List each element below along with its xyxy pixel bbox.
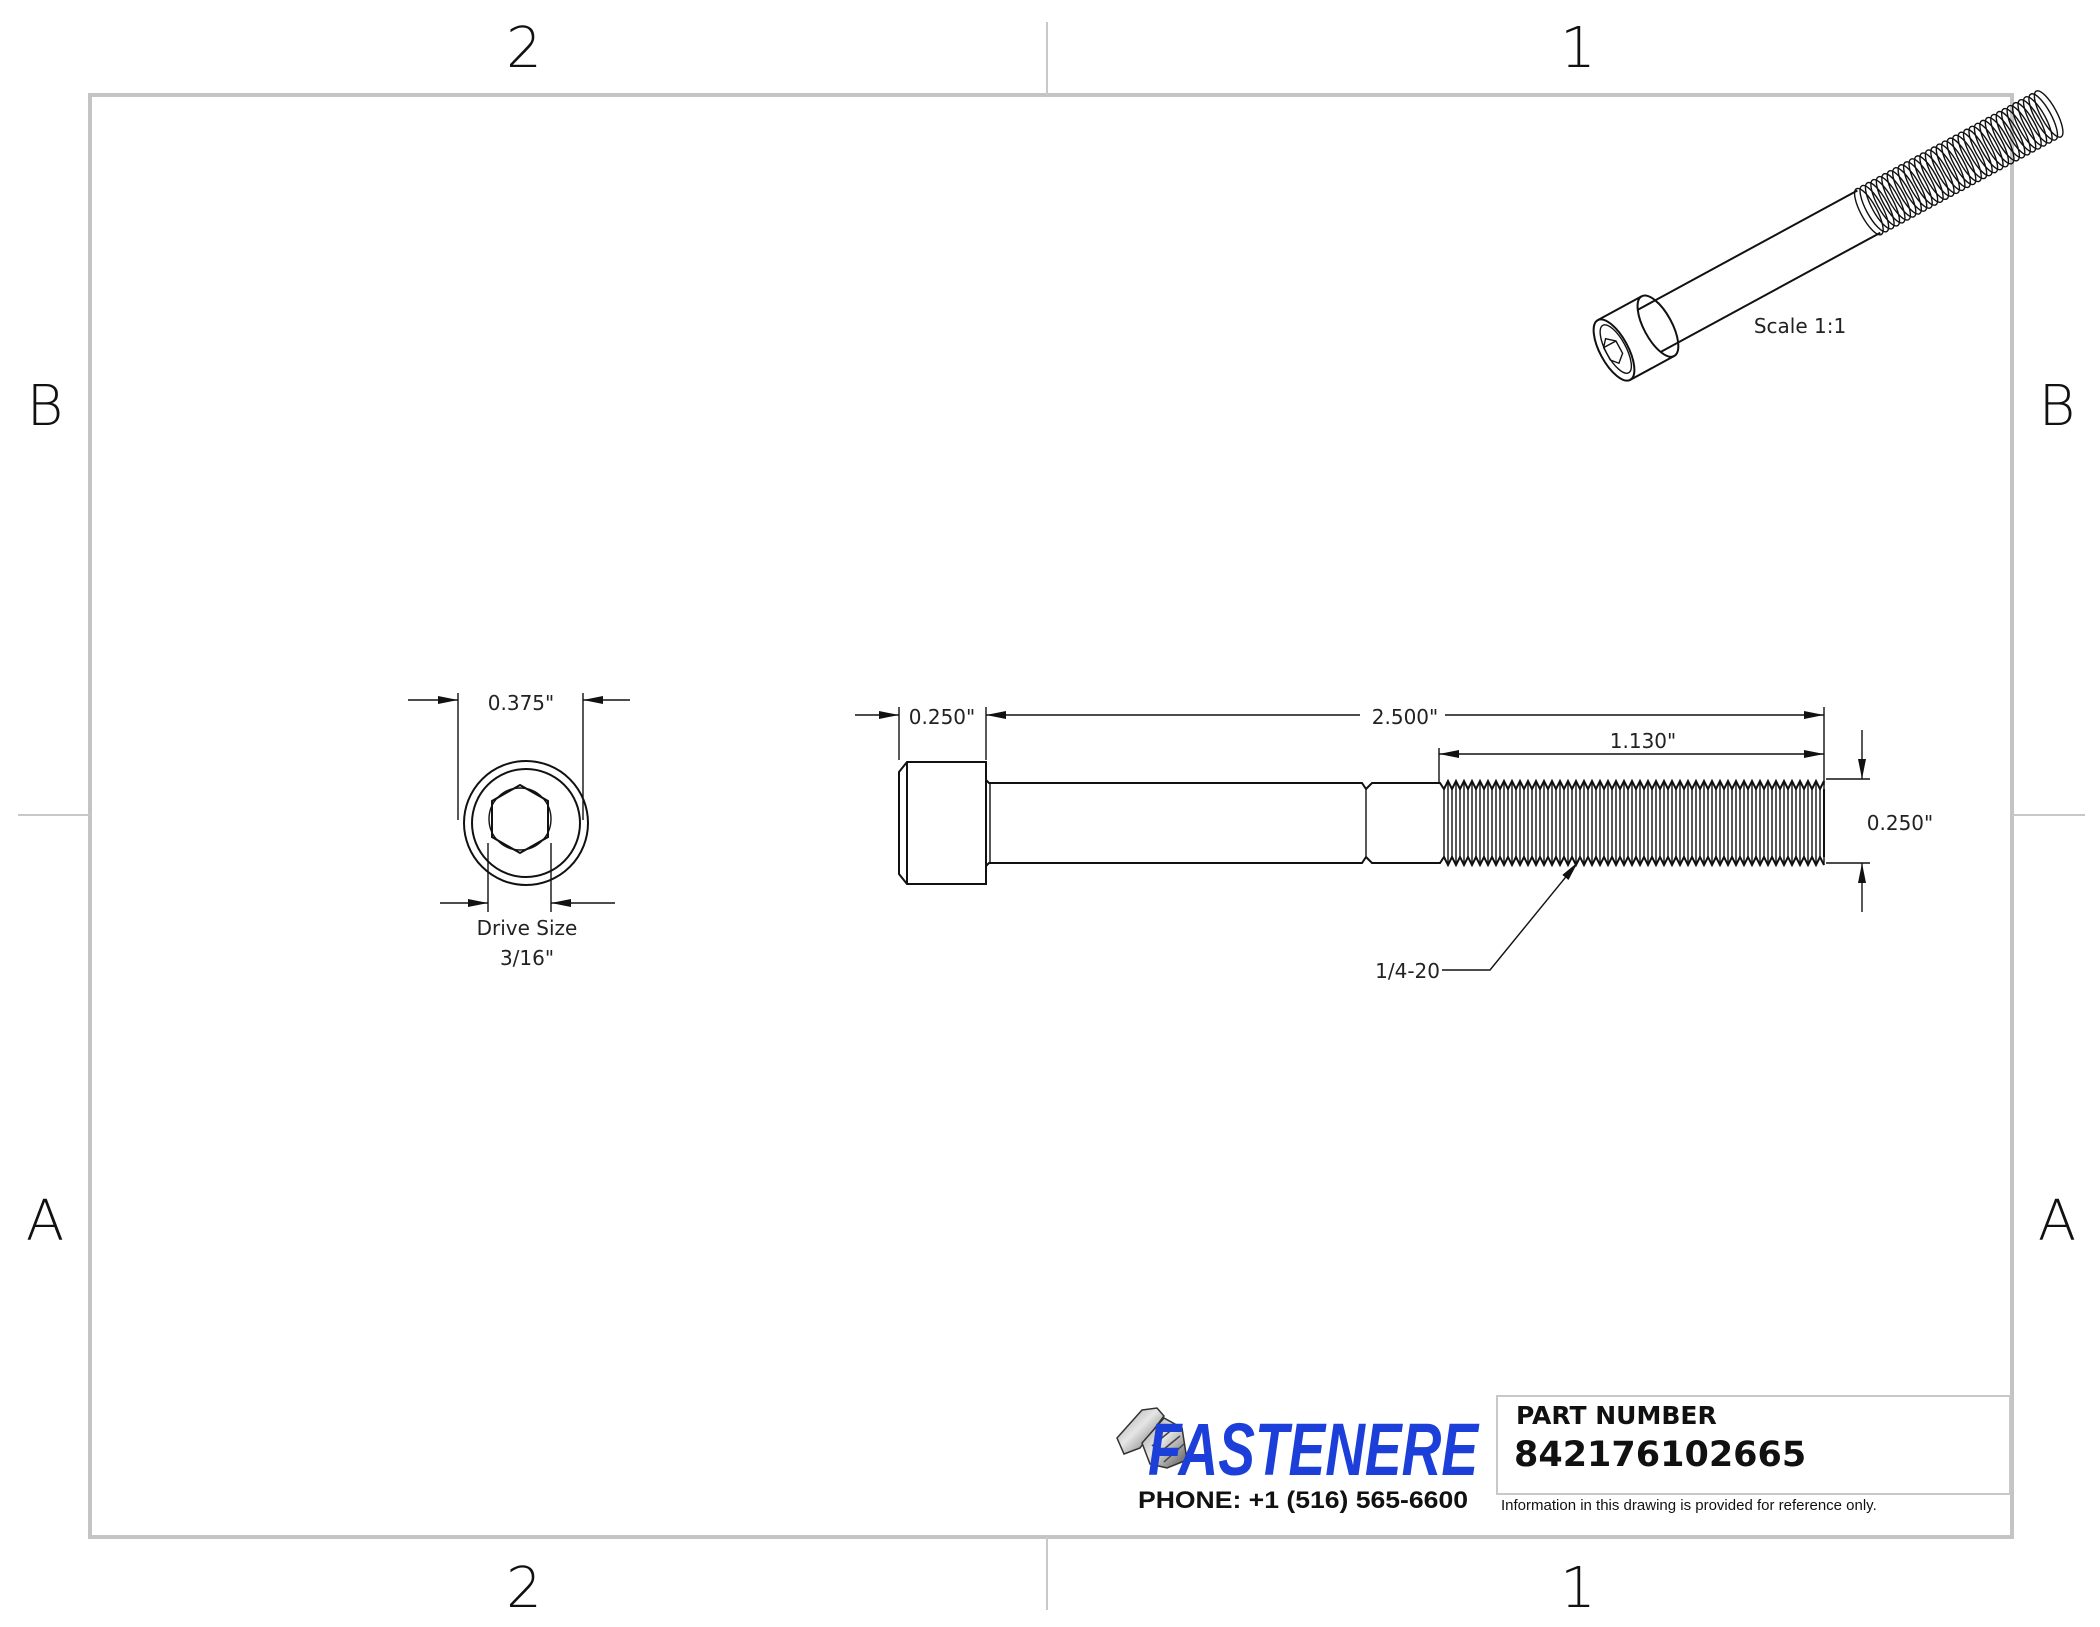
dim-thread-length: 1.130" (1610, 729, 1676, 753)
zone-left-b: B (27, 374, 64, 439)
end-view: 0.375" Drive Size 3/16" (408, 691, 630, 970)
isometric-view: Scale 1:1 (1592, 90, 2064, 382)
part-number-value: 842176102665 (1514, 1435, 1806, 1475)
scale-label: Scale 1:1 (1754, 314, 1846, 338)
disclaimer-text: Information in this drawing is provided … (1501, 1497, 1877, 1514)
brand-name: FASTENERE (1148, 1408, 1480, 1491)
zone-right-b: B (2039, 374, 2076, 439)
sheet-border (18, 22, 2085, 1610)
title-block: PART NUMBER 842176102665 Information in … (1496, 1395, 2011, 1514)
thread-callout: 1/4-20 (1375, 959, 1440, 983)
zone-bottom-1: 1 (1560, 1556, 1596, 1621)
dim-head-height: 0.250" (909, 705, 975, 729)
company-logo: FASTENERE PHONE: +1 (516) 565-6600 (1116, 1407, 1480, 1514)
thread-section (1365, 778, 1825, 868)
zone-right-a: A (2038, 1189, 2076, 1254)
dim-head-diameter: 0.375" (488, 691, 554, 715)
zone-top-2: 2 (506, 16, 542, 81)
drive-size-label: Drive Size (477, 916, 578, 940)
side-view: 0.250" 2.500" 1.130" 0.250" 1/4-20 (855, 705, 1933, 983)
zone-labels: 2 1 2 1 B A B A (26, 16, 2076, 1621)
dim-diameter: 0.250" (1867, 811, 1933, 835)
phone-number: PHONE: +1 (516) 565-6600 (1138, 1487, 1468, 1514)
part-number-label: PART NUMBER (1516, 1401, 1717, 1430)
drive-size-value: 3/16" (500, 946, 554, 970)
zone-bottom-2: 2 (506, 1556, 542, 1621)
dim-overall-length: 2.500" (1372, 705, 1438, 729)
bolt-logo-icon (1116, 1407, 1188, 1469)
zone-top-1: 1 (1560, 16, 1596, 81)
zone-left-a: A (26, 1189, 64, 1254)
